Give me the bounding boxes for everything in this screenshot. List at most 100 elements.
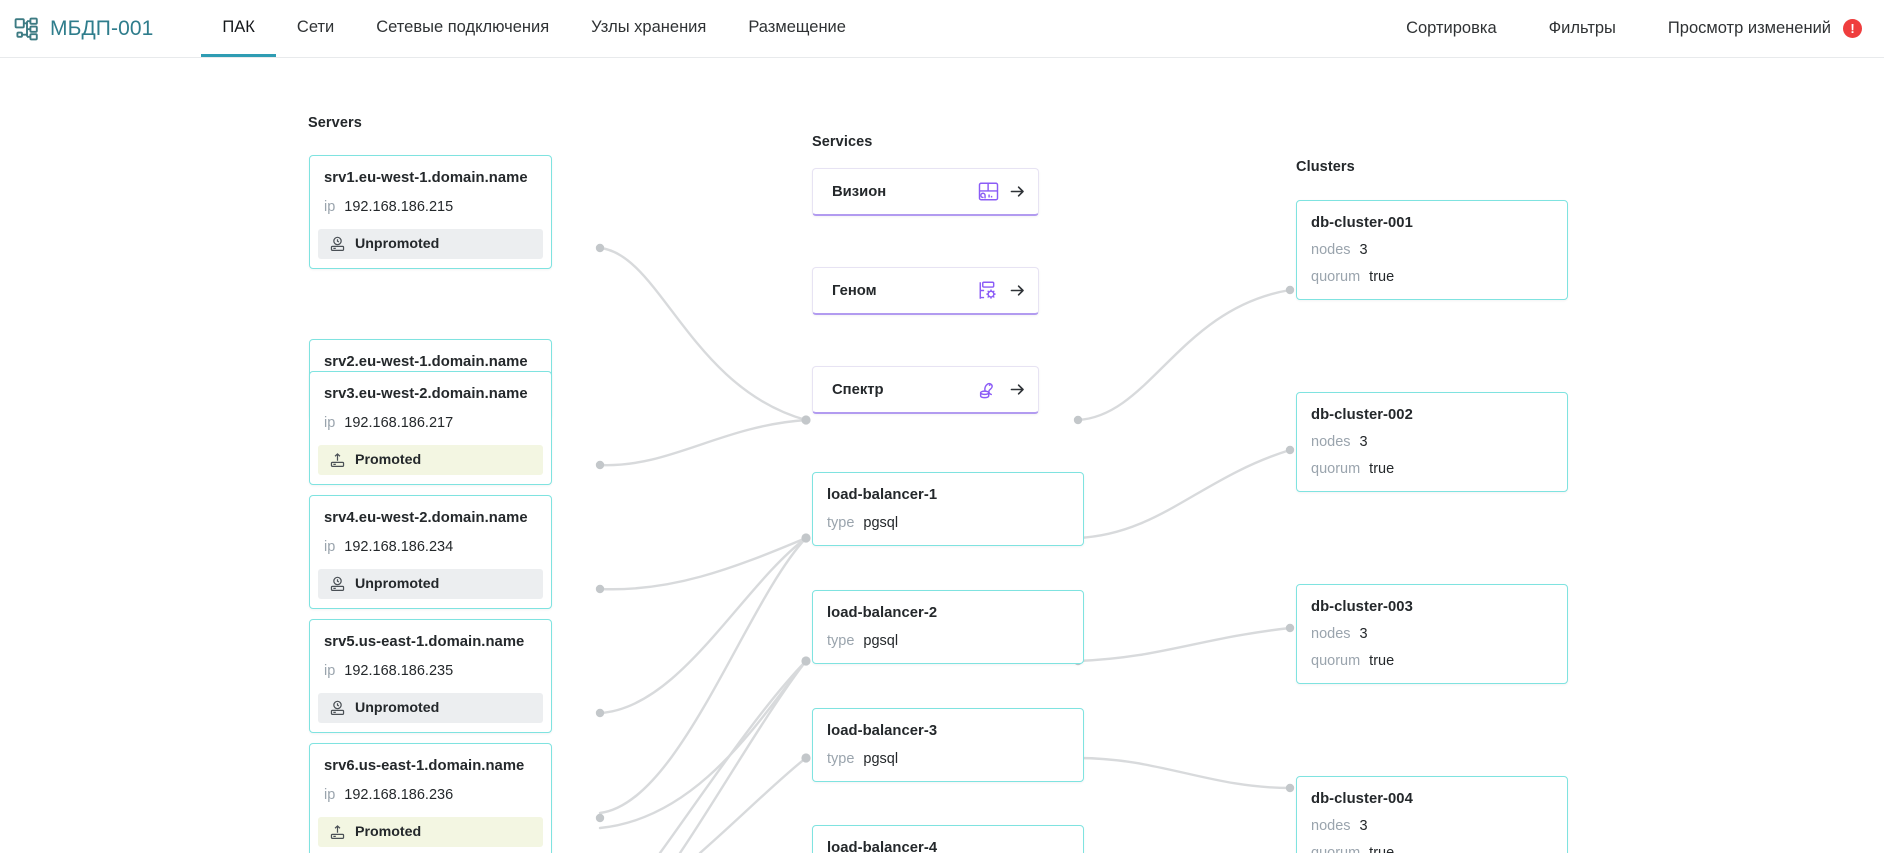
load-balancer-name: load-balancer-2 [827, 605, 938, 621]
server-status-badge[interactable]: Unpromoted [318, 569, 543, 599]
cluster-nodes-value: 3 [1359, 434, 1368, 450]
load-balancer-card[interactable]: load-balancer-4 type pgsql [812, 825, 1084, 853]
server-card[interactable]: srv3.eu-west-2.domain.name ip 192.168.18… [309, 371, 552, 485]
server-status-badge[interactable]: Promoted [318, 817, 543, 847]
brand: МБДП-001 [0, 0, 171, 57]
server-status-badge[interactable]: Unpromoted [318, 229, 543, 259]
column-label-servers: Servers [308, 115, 362, 131]
cluster-nodes-row: nodes 3 [1311, 434, 1567, 450]
load-balancer-card[interactable]: load-balancer-2 type pgsql [812, 590, 1084, 664]
server-name: srv2.eu-west-1.domain.name [324, 354, 528, 370]
server-card[interactable]: srv6.us-east-1.domain.name ip 192.168.18… [309, 743, 552, 853]
load-balancer-name: load-balancer-3 [827, 723, 938, 739]
clock-drive-icon [329, 236, 346, 253]
tab-networks[interactable]: Сети [296, 17, 335, 36]
service-name: Геном [832, 282, 877, 299]
sort-button[interactable]: Сортировка [1406, 19, 1497, 37]
changes-alert-badge[interactable]: ! [1843, 19, 1862, 38]
server-ip-row: ip 192.168.186.215 [324, 199, 551, 215]
cluster-quorum-value: true [1369, 653, 1395, 669]
top-header-bar: МБДП-001 ПАК Сети Сетевые подключения Уз… [0, 0, 1884, 58]
server-status-badge[interactable]: Promoted [318, 445, 543, 475]
load-balancer-card[interactable]: load-balancer-3 type pgsql [812, 708, 1084, 782]
server-ip-row: ip 192.168.186.217 [324, 415, 551, 431]
service-name: Визион [832, 183, 887, 200]
cluster-card[interactable]: db-cluster-004 nodes 3 quorum true [1296, 776, 1568, 853]
cluster-quorum-key: quorum [1311, 269, 1361, 285]
cluster-card[interactable]: db-cluster-003 nodes 3 quorum true [1296, 584, 1568, 684]
tab-storage-nodes[interactable]: Узлы хранения [591, 17, 707, 36]
column-label-services: Services [812, 134, 873, 150]
server-status-label: Promoted [355, 452, 422, 468]
server-ip-key: ip [324, 415, 336, 431]
tab-network-connections[interactable]: Сетевые подключения [376, 17, 550, 36]
load-balancer-type-key: type [827, 751, 855, 767]
filters-button[interactable]: Фильтры [1548, 19, 1616, 37]
cluster-nodes-row: nodes 3 [1311, 818, 1567, 834]
load-balancer-type-value: pgsql [863, 751, 899, 767]
arrow-right-icon[interactable] [1009, 381, 1026, 398]
server-card[interactable]: srv1.eu-west-1.domain.name ip 192.168.18… [309, 155, 552, 269]
cluster-quorum-key: quorum [1311, 653, 1361, 669]
header-actions: Сортировка Фильтры Просмотр изменений ! [1380, 0, 1884, 57]
cluster-name: db-cluster-003 [1311, 599, 1413, 615]
dashboard-grid-icon [977, 180, 1000, 203]
load-balancer-type-value: pgsql [863, 515, 899, 531]
server-name: srv5.us-east-1.domain.name [324, 634, 525, 650]
server-ip-row: ip 192.168.186.234 [324, 539, 551, 555]
load-balancer-name: load-balancer-4 [827, 840, 938, 853]
arrow-right-icon[interactable] [1009, 183, 1026, 200]
load-balancer-card[interactable]: load-balancer-1 type pgsql [812, 472, 1084, 546]
server-status-label: Unpromoted [355, 576, 440, 592]
server-name: srv4.eu-west-2.domain.name [324, 510, 528, 526]
load-balancer-type-key: type [827, 515, 855, 531]
service-actions [977, 180, 1026, 203]
cluster-quorum-row: quorum true [1311, 269, 1567, 285]
tab-pak[interactable]: ПАК [201, 0, 276, 57]
cluster-quorum-key: quorum [1311, 461, 1361, 477]
server-status-badge[interactable]: Unpromoted [318, 693, 543, 723]
topology-canvas[interactable]: Servers Services Clusters srv1.eu-west-1… [0, 58, 1884, 853]
arrow-right-icon[interactable] [1009, 282, 1026, 299]
column-label-clusters: Clusters [1296, 159, 1355, 175]
server-name: srv3.eu-west-2.domain.name [324, 386, 528, 402]
load-balancer-type-row: type pgsql [827, 751, 1083, 767]
clock-drive-icon [329, 700, 346, 717]
service-card-spektr[interactable]: Спектр [812, 366, 1039, 414]
server-name: srv6.us-east-1.domain.name [324, 758, 525, 774]
view-changes-button[interactable]: Просмотр изменений [1667, 19, 1831, 37]
cluster-nodes-value: 3 [1359, 818, 1368, 834]
tab-placement[interactable]: Размещение [748, 17, 846, 36]
upload-drive-icon [329, 452, 346, 469]
server-ip-value: 192.168.186.217 [344, 415, 454, 431]
service-card-genom[interactable]: Геном [812, 267, 1039, 315]
server-ip-row: ip 192.168.186.236 [324, 787, 551, 803]
cluster-quorum-value: true [1369, 845, 1395, 853]
server-ip-value: 192.168.186.235 [344, 663, 454, 679]
cluster-quorum-value: true [1369, 269, 1395, 285]
main-tabs: ПАК Сети Сетевые подключения Узлы хранен… [201, 0, 867, 57]
service-card-vizion[interactable]: Визион [812, 168, 1039, 216]
cluster-nodes-key: nodes [1311, 242, 1351, 258]
cluster-nodes-value: 3 [1359, 626, 1368, 642]
server-ip-key: ip [324, 539, 336, 555]
cluster-nodes-row: nodes 3 [1311, 626, 1567, 642]
cluster-quorum-row: quorum true [1311, 845, 1567, 853]
load-balancer-type-key: type [827, 633, 855, 649]
service-name: Спектр [832, 381, 884, 398]
server-ip-key: ip [324, 199, 336, 215]
server-ip-key: ip [324, 787, 336, 803]
server-ip-value: 192.168.186.234 [344, 539, 454, 555]
cluster-nodes-row: nodes 3 [1311, 242, 1567, 258]
server-card[interactable]: srv5.us-east-1.domain.name ip 192.168.18… [309, 619, 552, 733]
cluster-card[interactable]: db-cluster-002 nodes 3 quorum true [1296, 392, 1568, 492]
server-ip-row: ip 192.168.186.235 [324, 663, 551, 679]
upload-drive-icon [329, 824, 346, 841]
cluster-card[interactable]: db-cluster-001 nodes 3 quorum true [1296, 200, 1568, 300]
load-balancer-type-row: type pgsql [827, 515, 1083, 531]
server-card[interactable]: srv4.eu-west-2.domain.name ip 192.168.18… [309, 495, 552, 609]
server-status-label: Promoted [355, 824, 422, 840]
cluster-quorum-key: quorum [1311, 845, 1361, 853]
cluster-name: db-cluster-004 [1311, 791, 1413, 807]
cluster-nodes-key: nodes [1311, 818, 1351, 834]
